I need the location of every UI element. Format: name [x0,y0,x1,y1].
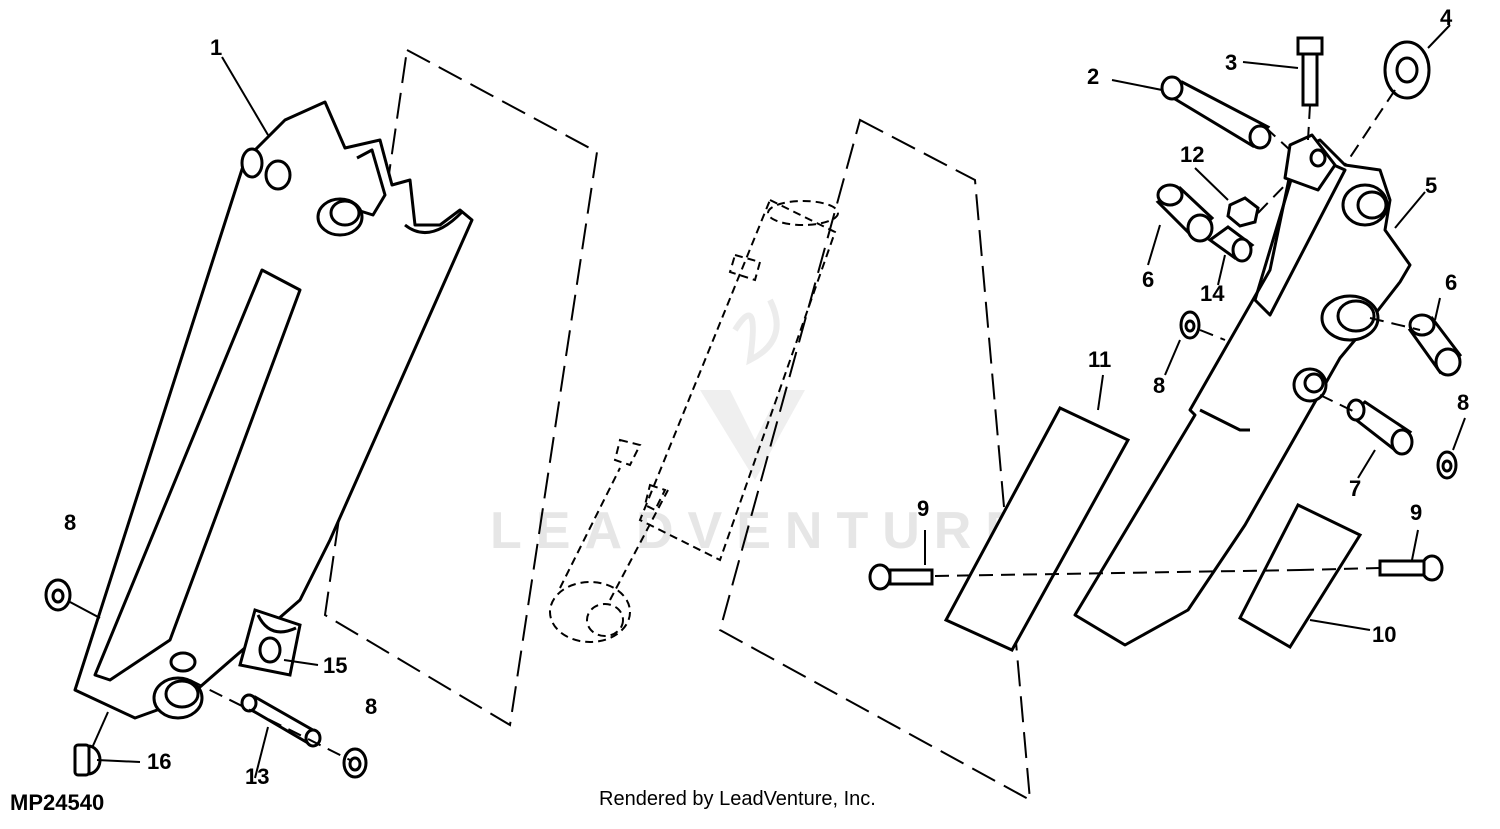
callout-10: 10 [1372,622,1396,647]
diagram-code: MP24540 [10,790,105,815]
rendered-by-credit: Rendered by LeadVenture, Inc. [599,788,876,810]
callout-3: 3 [1225,50,1237,75]
callout-1: 1 [210,35,222,60]
watermark-chevron-icon [700,390,805,480]
boom-arm-part-1 [73,100,474,720]
callout-15: 15 [323,653,347,678]
boom-frame-part-5 [1073,133,1412,647]
grease-fitting-part-16 [73,743,102,777]
watermark-flame-icon [732,298,780,366]
watermark: LEADVENTURE [490,298,1034,560]
wear-block-part-15 [238,608,302,677]
callout-4: 4 [1440,5,1453,30]
bushings-and-nut [1155,183,1463,377]
assembly-outlines [323,48,1032,802]
bolt-part-3 [1301,48,1319,107]
callout-8-right: 8 [1457,390,1469,415]
callouts: 1 2 3 4 5 6 6 7 8 8 8 8 9 9 10 11 12 13 … [64,5,1469,789]
leader-lines [69,24,1466,779]
nut-part-12 [1226,196,1260,228]
wear-plate-part-11 [943,406,1131,652]
callout-8-bottom: 8 [365,694,377,719]
callout-7: 7 [1349,476,1361,501]
callout-9-right: 9 [1410,500,1422,525]
upper-hardware [1160,36,1431,150]
center-envelope [718,118,1032,802]
callout-13: 13 [245,764,269,789]
callout-14: 14 [1200,281,1225,306]
callout-6-left: 6 [1142,267,1154,292]
callout-16: 16 [147,749,171,774]
callout-5: 5 [1425,173,1437,198]
washers-part-8-left [44,578,368,779]
pin-part-7 [1346,398,1414,456]
washers-part-8-right [1179,310,1458,480]
wear-plate-part-10 [1238,503,1363,650]
callout-12: 12 [1180,142,1204,167]
watermark-text: LEADVENTURE [490,502,1034,560]
callout-2: 2 [1087,64,1099,89]
callout-8-center: 8 [1153,373,1165,398]
alignment-lines [189,89,1421,761]
screws-part-9 [868,554,1444,591]
callout-11: 11 [1088,347,1111,372]
hydraulic-cylinder-dashed [549,198,839,643]
callout-8-left: 8 [64,510,76,535]
callout-9-left: 9 [917,496,929,521]
callout-6-right: 6 [1445,270,1457,295]
pin-part-13 [240,693,322,748]
